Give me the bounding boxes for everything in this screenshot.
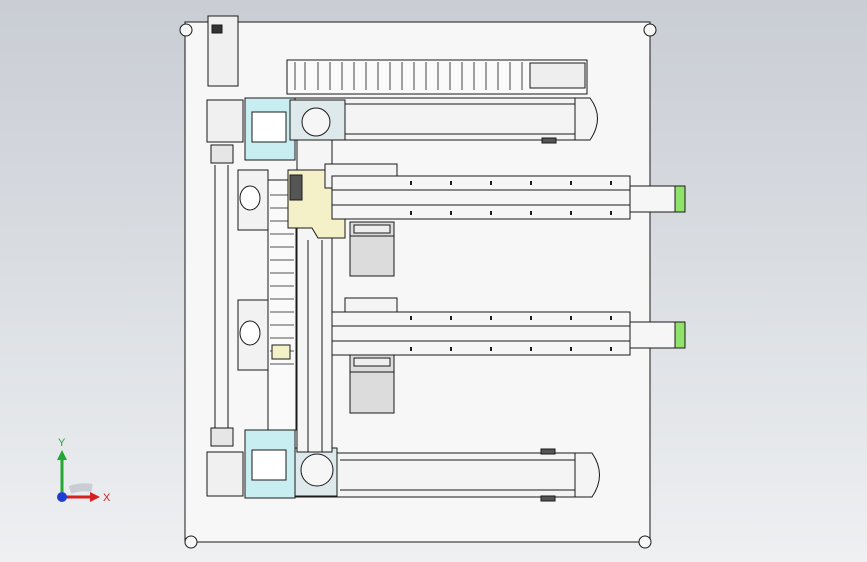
z-axis-dot [57,492,67,502]
x-arrow-head [90,492,100,502]
coordinate-triad: Y X [57,437,111,504]
y-axis-label: Y [58,437,66,449]
y-arrow-head [57,450,67,460]
lower-clamp [237,299,269,371]
vertical-cable-chain [267,179,297,431]
triad-arc [68,483,93,494]
upper-clamp [237,169,269,231]
upper-motor [349,221,395,277]
upper-fork-arm [331,175,686,220]
top-cable-chain [286,59,588,95]
top-carriage-block [244,97,346,161]
plate-foot-tr [643,23,657,37]
lower-fork-arm [331,297,686,356]
slide-plate-connector [289,174,303,201]
bottom-carriage-block [244,429,338,499]
left-vertical-guide [206,15,244,497]
x-axis-label: X [103,492,111,504]
plate-foot-bl [184,535,198,549]
lower-motor [349,354,395,414]
plate-foot-tl [179,23,193,37]
plate-foot-br [638,535,652,549]
